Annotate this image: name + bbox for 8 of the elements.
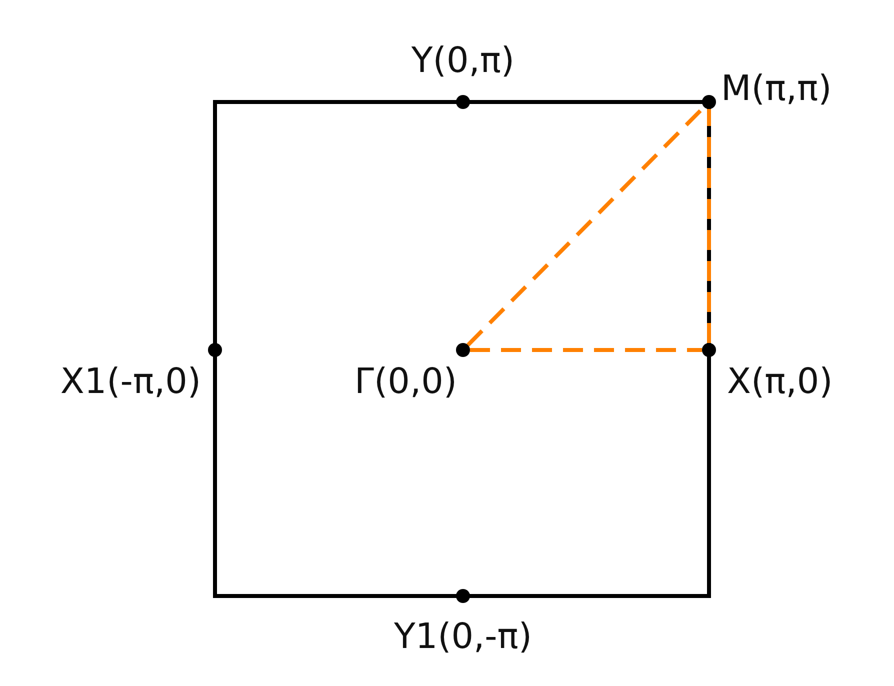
point-label: X(π,0) [727, 365, 833, 400]
dashed-path-line [470, 348, 702, 352]
point-label: Y(0,π) [411, 44, 515, 79]
point-label: Γ(0,0) [354, 365, 457, 400]
dashed-path-line [707, 109, 711, 343]
point-label: M(π,π) [721, 72, 832, 107]
point-label: Y1(0,-π) [394, 620, 532, 655]
point-label: X1(-π,0) [60, 365, 201, 400]
